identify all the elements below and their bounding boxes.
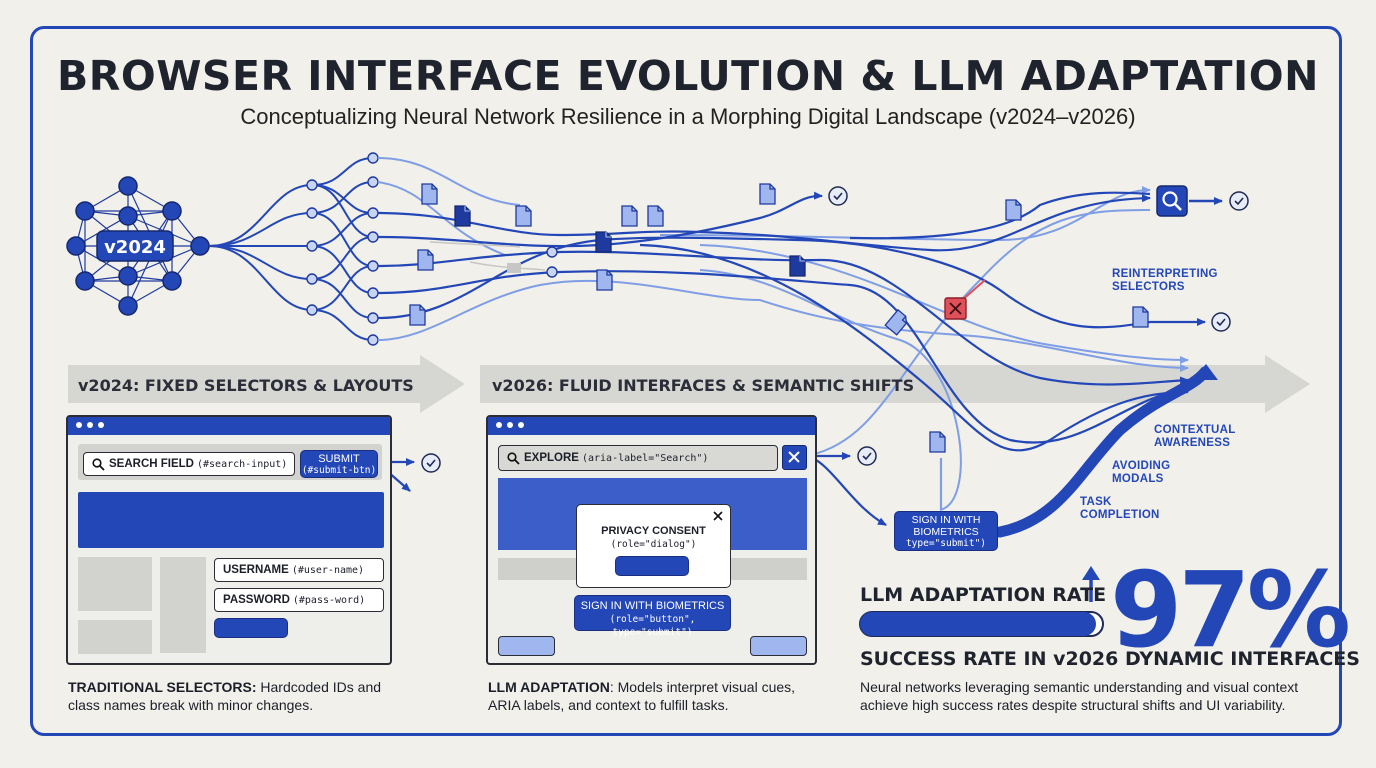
banner-arrows bbox=[68, 355, 1310, 413]
close-icon bbox=[788, 451, 800, 463]
window-titlebar bbox=[488, 417, 815, 435]
v2024-browser-window: SEARCH FIELD (#search-input) SUBMIT (#su… bbox=[66, 415, 392, 665]
password-field[interactable]: PASSWORD (#pass-word) bbox=[214, 588, 384, 612]
search-icon bbox=[507, 451, 520, 465]
up-arrow-icon bbox=[1082, 566, 1100, 602]
search-field-label: SEARCH FIELD bbox=[109, 458, 194, 470]
placeholder-block bbox=[78, 620, 152, 654]
caption-traditional-selectors: TRADITIONAL SELECTORS: Hardcoded IDs and… bbox=[68, 679, 382, 713]
success-rate-label: SUCCESS RATE IN v2026 DYNAMIC INTERFACES bbox=[860, 648, 1360, 670]
explore-selector: (aria-label="Search") bbox=[581, 452, 709, 464]
password-selector: (#pass-word) bbox=[292, 594, 366, 606]
adaptation-bar-fill bbox=[860, 612, 1096, 636]
modal-title: PRIVACY CONSENT bbox=[601, 525, 706, 537]
network-nodes bbox=[66, 176, 210, 316]
v2024-node-label: v2024 bbox=[104, 237, 166, 258]
username-label: USERNAME bbox=[223, 564, 289, 576]
v2026-browser-window: EXPLORE (aria-label="Search") PRIVACY CO… bbox=[486, 415, 817, 665]
search-input[interactable]: SEARCH FIELD (#search-input) bbox=[83, 452, 295, 476]
magnifier-icon bbox=[1156, 185, 1188, 217]
outer-frame bbox=[30, 26, 1342, 736]
username-selector: (#user-name) bbox=[291, 564, 365, 576]
caption-llm-adaptation: LLM ADAPTATION: Models interpret visual … bbox=[488, 679, 796, 713]
page-subtitle: Conceptualizing Neural Network Resilienc… bbox=[240, 104, 1136, 129]
v2024-node-box bbox=[96, 230, 174, 262]
explore-label: EXPLORE bbox=[524, 452, 579, 464]
search-icon bbox=[92, 457, 105, 471]
privacy-consent-modal: PRIVACY CONSENT (role="dialog") bbox=[576, 504, 731, 588]
explore-input[interactable]: EXPLORE (aria-label="Search") bbox=[498, 445, 778, 471]
placeholder-column bbox=[160, 557, 206, 653]
password-label: PASSWORD bbox=[223, 594, 290, 606]
fan-out-nodes bbox=[306, 152, 379, 346]
flow-sign-in-biometrics-button[interactable]: SIGN IN WITH BIOMETRICS type="submit") bbox=[894, 511, 998, 551]
close-icon[interactable] bbox=[712, 510, 724, 522]
submit-button[interactable]: SUBMIT (#submit-btn) bbox=[300, 450, 378, 478]
login-button[interactable] bbox=[214, 618, 288, 638]
banner-v2024: v2024: FIXED SELECTORS & LAYOUTS bbox=[78, 376, 414, 395]
username-field[interactable]: USERNAME (#user-name) bbox=[214, 558, 384, 582]
window-titlebar bbox=[68, 417, 390, 435]
faded-placeholder-icon bbox=[507, 263, 521, 273]
page-title: BROWSER INTERFACE EVOLUTION & LLM ADAPTA… bbox=[57, 52, 1319, 100]
secondary-button[interactable] bbox=[750, 636, 807, 656]
main-success-arrow-head bbox=[1193, 364, 1218, 380]
hero-banner-block bbox=[78, 492, 384, 548]
modal-role: (role="dialog") bbox=[610, 539, 697, 550]
error-x-icon bbox=[944, 279, 986, 320]
modal-accept-button[interactable] bbox=[615, 556, 689, 576]
fan-out-lines bbox=[208, 157, 374, 341]
secondary-button[interactable] bbox=[498, 636, 555, 656]
mid-nodes bbox=[546, 246, 558, 278]
sign-in-biometrics-button[interactable]: SIGN IN WITH BIOMETRICS (role="button", … bbox=[574, 595, 731, 638]
main-success-path bbox=[994, 366, 1211, 538]
search-field-selector: (#search-input) bbox=[196, 458, 288, 470]
banner-v2026: v2026: FLUID INTERFACES & SEMANTIC SHIFT… bbox=[492, 376, 915, 395]
close-button[interactable] bbox=[782, 445, 807, 470]
placeholder-block bbox=[78, 557, 152, 611]
adaptation-rate-value: 97% bbox=[1110, 549, 1351, 671]
caption-neural-networks: Neural networks leveraging semantic unde… bbox=[860, 679, 1299, 713]
adaptation-rate-label: LLM ADAPTATION RATE bbox=[860, 584, 1107, 606]
flow-ribbons-dark bbox=[377, 191, 1206, 452]
